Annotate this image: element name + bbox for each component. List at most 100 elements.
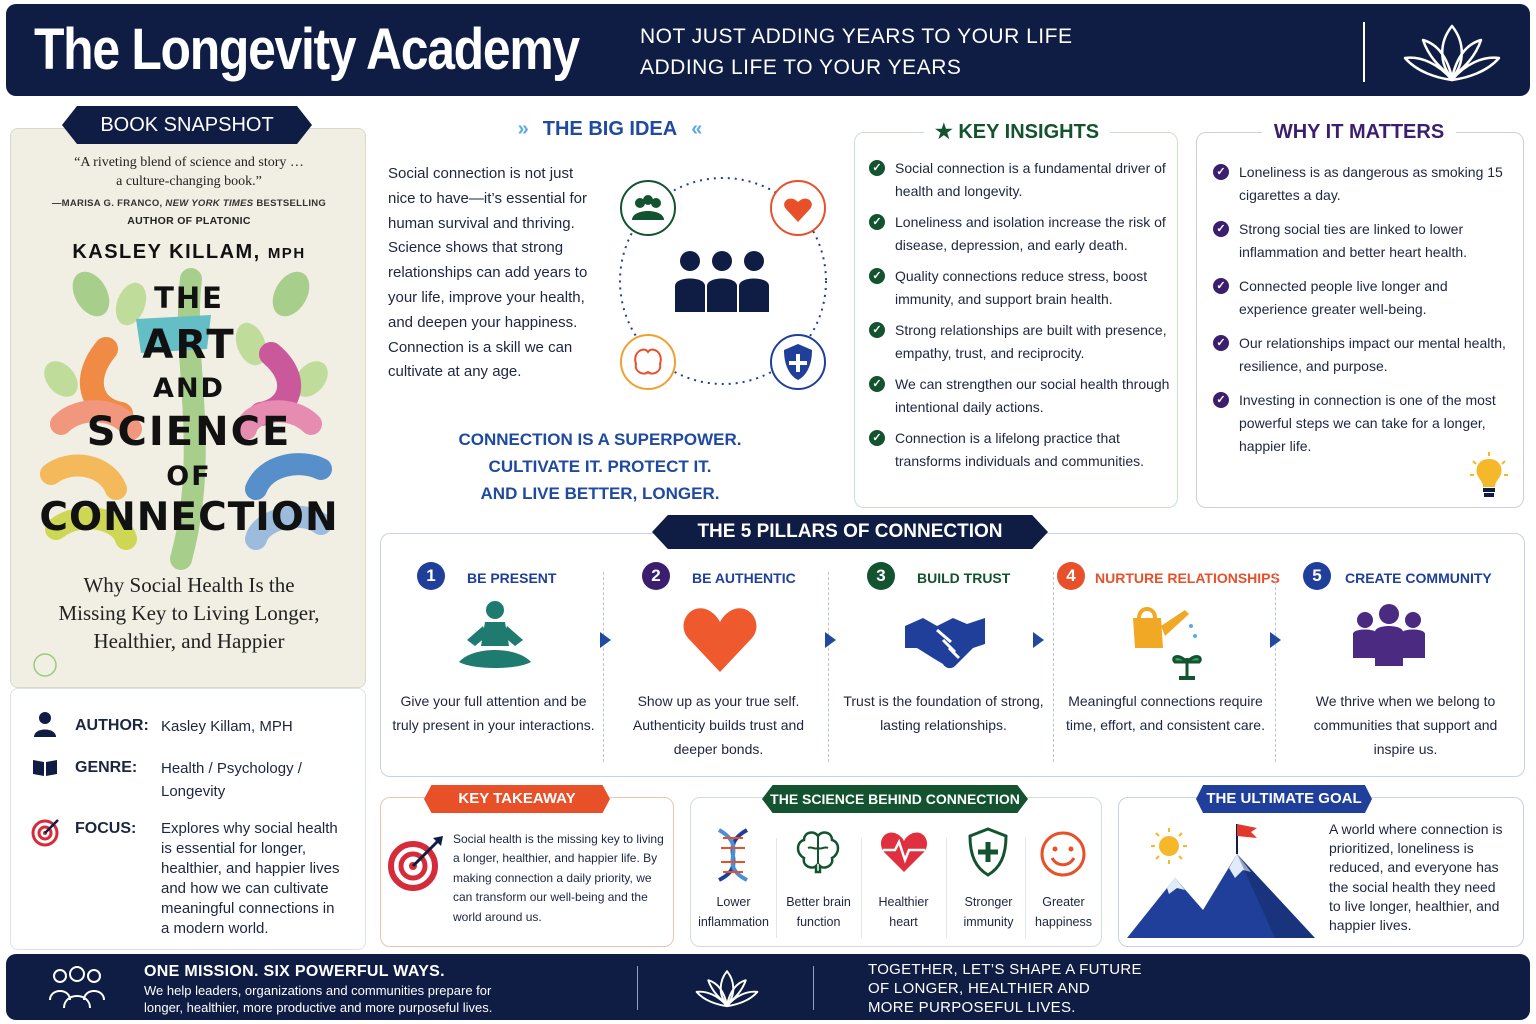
double-chevron-right-icon: » xyxy=(517,118,529,140)
science-divider xyxy=(776,838,777,938)
insight-item: ✓Quality connections reduce stress, boos… xyxy=(869,265,1173,311)
brain-icon xyxy=(796,831,840,874)
brain-circle-icon xyxy=(620,334,676,390)
pillar-description: Trust is the foundation of strong, lasti… xyxy=(843,693,1044,733)
closing-statement: TOGETHER, LET’S SHAPE A FUTURE OF LONGER… xyxy=(868,961,1142,1016)
pillar-number: 3 xyxy=(867,562,895,590)
focus-value: Explores why social health is essential … xyxy=(161,820,340,937)
cover-author: KASLEY KILLAM, MPH xyxy=(72,241,306,263)
pillar-name: BE AUTHENTIC xyxy=(692,570,796,586)
cover-title-and: AND xyxy=(153,373,225,404)
pillar-description: Give your full attention and be truly pr… xyxy=(392,693,595,733)
shield-icon xyxy=(968,827,1008,877)
site-title: The Longevity Academy xyxy=(34,17,580,82)
insight-item: ✓Social connection is a fundamental driv… xyxy=(869,157,1173,203)
matters-item: ✓Loneliness is as dangerous as smoking 1… xyxy=(1213,161,1513,207)
science-title: THE SCIENCE BEHIND CONNECTION xyxy=(762,785,1028,813)
pillar-name: NURTURE RELATIONSHIPS xyxy=(1095,570,1280,586)
matters-item: ✓Connected people live longer and experi… xyxy=(1213,275,1513,321)
pillar-be-present: 1 BE PRESENT Give your full attention an… xyxy=(381,534,606,778)
pillar-number: 4 xyxy=(1057,562,1085,590)
big-idea-text: Social connection is not just nice to ha… xyxy=(388,165,588,381)
check-icon: ✓ xyxy=(1213,278,1229,294)
connection-diagram xyxy=(619,177,827,390)
cover-subtitle-3: Healthier, and Happier xyxy=(93,629,285,653)
pillar-number: 5 xyxy=(1303,562,1331,590)
lightbulb-icon xyxy=(1470,452,1508,497)
arrow-right-icon xyxy=(1033,632,1044,648)
pillar-name: CREATE COMMUNITY xyxy=(1345,570,1492,586)
why-matters-list: ✓Loneliness is as dangerous as smoking 1… xyxy=(1213,161,1513,458)
shield-circle-icon xyxy=(770,334,826,390)
ultimate-goal-title: THE ULTIMATE GOAL xyxy=(1196,785,1372,813)
footer-divider xyxy=(813,966,814,1010)
check-icon: ✓ xyxy=(1213,164,1229,180)
person-icon xyxy=(34,712,56,737)
pillars-title: THE 5 PILLARS OF CONNECTION xyxy=(652,515,1048,549)
handshake-icon xyxy=(905,618,985,669)
dna-icon xyxy=(717,828,749,882)
cover-quote-1: “A riveting blend of science and story … xyxy=(74,155,304,170)
mountain-flag-icon xyxy=(1127,824,1315,938)
book-info-card: AUTHOR: Kasley Killam, MPH GENRE: Health… xyxy=(10,688,366,950)
pillar-be-authentic: 2 BE AUTHENTIC Show up as your true self… xyxy=(606,534,831,778)
arrow-right-icon xyxy=(600,632,611,648)
science-divider xyxy=(861,838,862,938)
insight-item: ✓We can strengthen our social health thr… xyxy=(869,373,1173,419)
smiley-icon xyxy=(1040,831,1086,877)
heart-circle-icon xyxy=(770,180,826,236)
book-icon xyxy=(33,760,57,776)
group-people-icon xyxy=(675,251,769,312)
cover-title-connection: CONNECTION xyxy=(39,495,339,540)
superpower-line-3: AND LIVE BETTER, LONGER. xyxy=(480,484,720,503)
key-insights-title: ★ KEY INSIGHTS xyxy=(924,118,1110,146)
superpower-line-1: CONNECTION IS A SUPERPOWER. xyxy=(458,430,742,449)
insight-item: ✓Loneliness and isolation increase the r… xyxy=(869,211,1173,257)
why-matters-title: WHY IT MATTERS xyxy=(1262,118,1456,146)
check-icon: ✓ xyxy=(869,322,885,338)
cover-title-the: THE xyxy=(154,281,224,315)
ultimate-goal-card: A world where connection is prioritized,… xyxy=(1118,797,1524,947)
footer-banner: ONE MISSION. SIX POWERFUL WAYS. We help … xyxy=(6,954,1530,1020)
pillars-panel: 1 BE PRESENT Give your full attention an… xyxy=(380,533,1525,777)
double-chevron-left-icon: « xyxy=(691,118,703,140)
matters-item: ✓Investing in connection is one of the m… xyxy=(1213,389,1513,458)
book-snapshot-label: BOOK SNAPSHOT xyxy=(62,106,312,144)
book-cover: “A riveting blend of science and story …… xyxy=(10,128,366,688)
cover-quote-2: a culture-changing book.” xyxy=(116,174,262,189)
check-icon: ✓ xyxy=(869,214,885,230)
ultimate-goal-text: A world where connection is prioritized,… xyxy=(1329,821,1503,934)
pillar-name: BUILD TRUST xyxy=(917,570,1011,586)
lotus-icon xyxy=(695,970,759,1008)
science-divider xyxy=(1025,838,1026,938)
pillar-create-community: 5 CREATE COMMUNITY We thrive when we bel… xyxy=(1285,534,1525,778)
author-label: AUTHOR: xyxy=(75,717,149,734)
check-icon: ✓ xyxy=(869,376,885,392)
pillar-description: Meaningful connections require time, eff… xyxy=(1066,693,1265,733)
pillar-divider xyxy=(1053,572,1054,762)
lotus-icon xyxy=(1403,24,1501,82)
heart-icon xyxy=(683,608,757,672)
pillar-nurture-relationships: 4 NURTURE RELATIONSHIPS Meaningful conne… xyxy=(1053,534,1280,778)
arrow-right-icon xyxy=(825,632,836,648)
genre-label: GENRE: xyxy=(75,759,138,776)
check-icon: ✓ xyxy=(869,430,885,446)
focus-label: FOCUS: xyxy=(75,820,137,837)
meditation-icon xyxy=(459,601,531,668)
pillar-name: BE PRESENT xyxy=(467,570,557,586)
cover-artwork xyxy=(33,268,332,677)
insight-item: ✓Connection is a lifelong practice that … xyxy=(869,427,1173,473)
check-icon: ✓ xyxy=(1213,392,1229,408)
cover-title-art: ART xyxy=(142,322,236,368)
matters-item: ✓Our relationships impact our mental hea… xyxy=(1213,332,1513,378)
pillar-number: 2 xyxy=(642,562,670,590)
mission-text-2: longer, healthier, more productive and m… xyxy=(144,1000,493,1015)
